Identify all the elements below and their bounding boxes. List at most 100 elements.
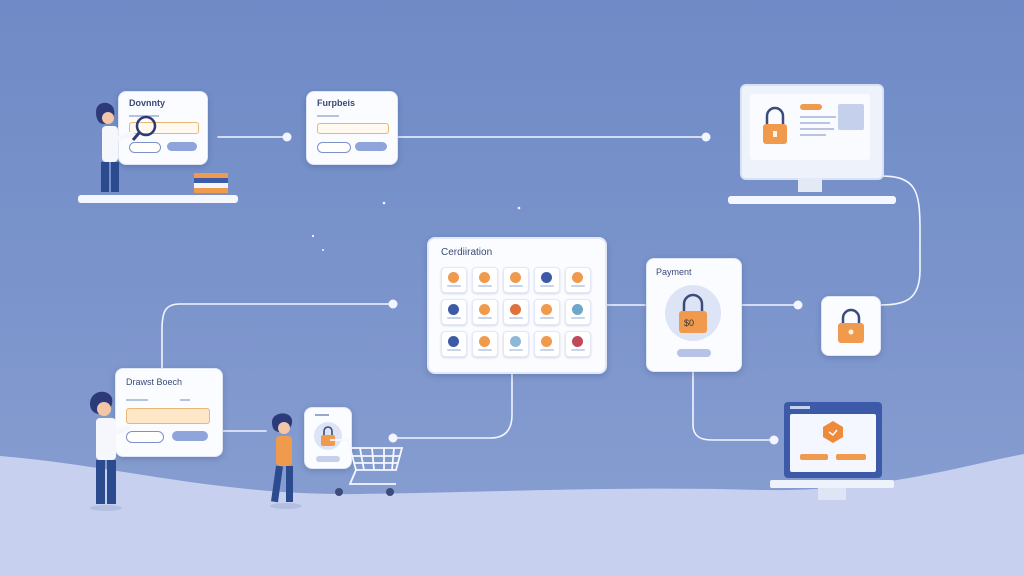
identity-card[interactable]: Dovnnty (118, 91, 208, 165)
identity-card-title: Dovnnty (129, 98, 165, 108)
confirmation-item-tile[interactable] (472, 299, 498, 325)
item-label (509, 285, 523, 287)
search-submit-button[interactable] (172, 431, 208, 441)
laptop-icon (770, 402, 894, 502)
confirmation-item-tile[interactable] (503, 299, 529, 325)
payment-card-title: Payment (656, 267, 692, 277)
identity-next-button[interactable] (167, 142, 197, 151)
item-label (540, 317, 554, 319)
payment-card[interactable]: Payment $0 (646, 258, 742, 372)
item-label (540, 285, 554, 287)
shelf-identity (78, 195, 238, 203)
item-icon (479, 336, 490, 347)
search-input[interactable] (126, 408, 210, 424)
item-icon (448, 304, 459, 315)
monitor-text-line (800, 134, 826, 136)
item-label (447, 317, 461, 319)
item-icon (572, 336, 583, 347)
item-icon (541, 336, 552, 347)
item-icon (510, 304, 521, 315)
item-icon (510, 272, 521, 283)
item-icon (541, 304, 552, 315)
shelf-monitor (728, 196, 896, 204)
magnifier-icon (135, 115, 157, 137)
confirmation-card-title: Cerdiiration (441, 247, 493, 258)
item-icon (510, 336, 521, 347)
confirmation-item-tile[interactable] (534, 331, 560, 357)
checkout-lock-circle (314, 422, 342, 450)
monitor-image-placeholder (838, 104, 864, 130)
item-label (478, 349, 492, 351)
confirmation-item-tile[interactable] (565, 267, 591, 293)
search-card-label-2 (180, 399, 190, 401)
confirmation-item-tile[interactable] (441, 331, 467, 357)
item-label (447, 285, 461, 287)
monitor-screen (750, 94, 870, 160)
laptop-button-1 (800, 454, 828, 460)
item-label (478, 317, 492, 319)
search-cancel-button[interactable] (126, 431, 164, 443)
confirmation-item-tile[interactable] (503, 267, 529, 293)
payment-lock-circle: $0 (665, 285, 721, 341)
laptop-header-text (790, 406, 810, 409)
purchase-card[interactable]: Furpbeis (306, 91, 398, 165)
item-icon (479, 272, 490, 283)
person-with-magnifier (96, 102, 157, 192)
item-icon (541, 272, 552, 283)
item-label (509, 349, 523, 351)
item-icon (448, 272, 459, 283)
item-label (447, 349, 461, 351)
purchase-input[interactable] (317, 123, 389, 134)
monitor-text-line (800, 116, 836, 118)
shopping-cart-icon (330, 439, 404, 496)
purchase-card-label (317, 115, 339, 117)
purchase-next-button[interactable] (355, 142, 387, 151)
lock-card[interactable] (821, 296, 881, 356)
checkout-card-label (315, 414, 329, 416)
monitor-text-line (800, 122, 830, 124)
monitor-frame (740, 84, 884, 192)
person-bottom-left (90, 391, 131, 511)
checkout-card[interactable] (304, 407, 352, 469)
item-label (571, 349, 585, 351)
item-label (509, 317, 523, 319)
item-icon (479, 304, 490, 315)
confirmation-card[interactable]: Cerdiiration (427, 237, 607, 374)
hexagon-icon (821, 420, 845, 444)
item-icon (448, 336, 459, 347)
confirmation-item-tile[interactable] (472, 267, 498, 293)
laptop-screen-inner (790, 414, 876, 472)
identity-input[interactable] (129, 122, 199, 134)
confirmation-item-tile[interactable] (565, 331, 591, 357)
confirmation-item-tile[interactable] (441, 299, 467, 325)
payment-confirm-button[interactable] (677, 349, 711, 357)
laptop-screen (784, 402, 882, 478)
ground-hill (0, 454, 1024, 576)
search-card-label (126, 399, 148, 401)
confirmation-item-tile[interactable] (534, 299, 560, 325)
padlock-icon (837, 306, 865, 346)
item-label (478, 285, 492, 287)
confirmation-item-tile[interactable] (503, 331, 529, 357)
search-card[interactable]: Drawst Boech (115, 368, 223, 457)
confirmation-item-tile[interactable] (565, 299, 591, 325)
confirmation-item-tile[interactable] (441, 267, 467, 293)
search-card-title: Drawst Boech (126, 377, 183, 387)
monitor-text-line (800, 128, 834, 130)
monitor-stand (798, 178, 822, 192)
confirmation-item-tile[interactable] (534, 267, 560, 293)
person-with-cart (270, 413, 302, 509)
checkout-button[interactable] (316, 456, 340, 462)
padlock-icon (320, 425, 336, 447)
laptop-base (770, 480, 894, 488)
monitor-orange-tag (800, 104, 822, 110)
laptop-button-2 (836, 454, 866, 460)
purchase-back-button[interactable] (317, 142, 351, 153)
laptop-stand (818, 488, 846, 500)
confirmation-item-tile[interactable] (472, 331, 498, 357)
padlock-icon (762, 102, 788, 146)
identity-back-button[interactable] (129, 142, 161, 153)
item-icon (572, 304, 583, 315)
